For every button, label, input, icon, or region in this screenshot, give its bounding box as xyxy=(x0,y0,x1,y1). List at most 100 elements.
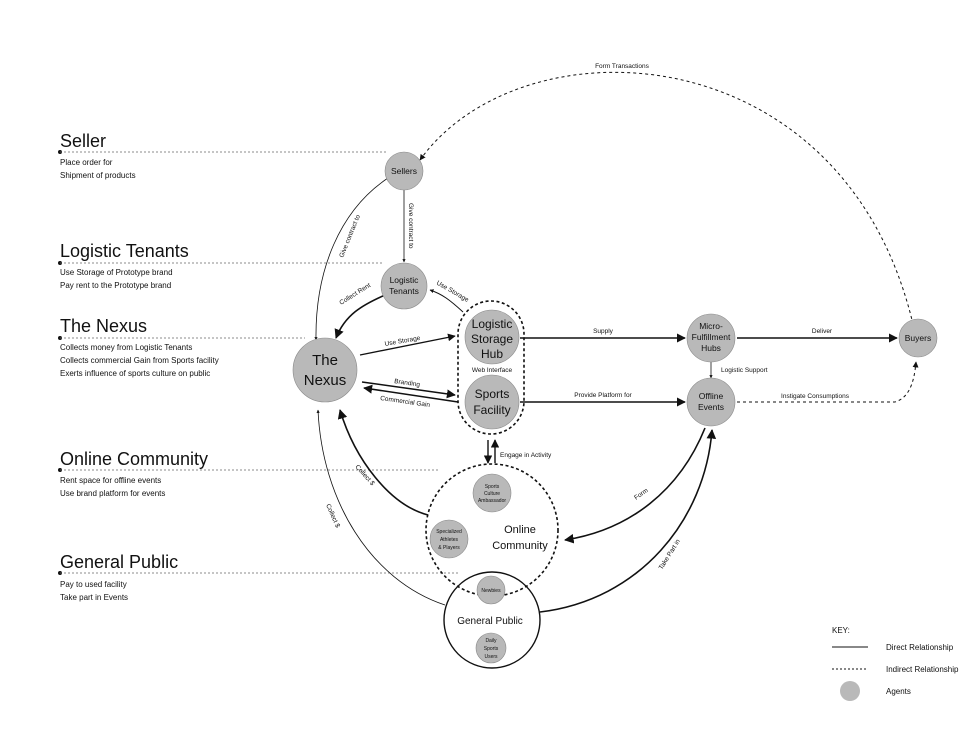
edge-use-storage-nexus xyxy=(359,333,456,356)
edge-form xyxy=(564,427,706,544)
node-micro-hubs: Micro- Fulfillment Hubs xyxy=(686,313,736,363)
node-label: Ambassador xyxy=(478,498,506,504)
edge-use-storage-tenants xyxy=(429,289,464,313)
node-label: Online xyxy=(504,524,536,536)
node-label: Users xyxy=(484,654,498,660)
node-label: The xyxy=(312,352,338,369)
edge-give-contract-nexus xyxy=(314,177,389,341)
section-online-community: Online Community Rent space for offline … xyxy=(58,449,440,498)
node-label: Specialized xyxy=(436,529,462,535)
edge-label-collect-community: Collect $ xyxy=(354,464,376,488)
web-interface-label: Web Interface xyxy=(472,367,513,374)
edge-label-supply: Supply xyxy=(593,328,614,335)
edge-form-transactions xyxy=(419,71,913,321)
node-daily-users: Daily Sports Users xyxy=(475,632,507,664)
legend-direct-label: Direct Relationship xyxy=(886,643,954,652)
node-label: Fulfillment xyxy=(692,332,731,342)
section-title: General Public xyxy=(60,552,178,572)
node-label: Culture xyxy=(484,491,500,497)
section-line: Take part in Events xyxy=(60,593,128,602)
edge-instigate xyxy=(737,361,919,403)
edge-branding xyxy=(361,381,456,399)
edge-collect-public xyxy=(316,409,446,606)
node-label: Facility xyxy=(473,403,510,417)
edge-label-give-contract-left: Give contract to xyxy=(338,214,362,259)
edge-label-branding: Branding xyxy=(394,378,421,389)
node-label: Hubs xyxy=(701,343,721,353)
node-sports-facility: Sports Facility xyxy=(464,374,520,430)
section-nexus: The Nexus Collects money from Logistic T… xyxy=(58,316,305,378)
edge-label-deliver: Deliver xyxy=(812,328,833,335)
node-label: Sellers xyxy=(391,166,417,176)
node-nexus: The Nexus xyxy=(292,337,358,403)
node-online-community: Online Community xyxy=(425,463,559,597)
section-general-public: General Public Pay to used facility Take… xyxy=(58,552,460,602)
edge-collect-rent xyxy=(334,294,386,339)
section-line: Rent space for offline events xyxy=(60,476,161,485)
node-label: Sports xyxy=(484,646,499,652)
node-label: Athletes xyxy=(440,537,459,543)
node-sellers: Sellers xyxy=(384,151,424,191)
section-line: Place order for xyxy=(60,158,113,167)
section-line: Pay to used facility xyxy=(60,580,127,589)
node-offline-events: Offline Events xyxy=(686,377,736,427)
node-buyers: Buyers xyxy=(898,318,938,358)
node-storage-hub: Logistic Storage Hub xyxy=(464,309,520,365)
legend-indirect-label: Indirect Relationship xyxy=(886,665,959,674)
node-label: Offline xyxy=(699,391,724,401)
edge-label-logistic-support: Logistic Support xyxy=(721,367,768,374)
section-line: Pay rent to the Prototype brand xyxy=(60,281,171,290)
node-label: Logistic xyxy=(390,275,420,285)
section-line: Shipment of products xyxy=(60,171,136,180)
legend-agent-icon xyxy=(840,681,860,701)
node-label: Tenants xyxy=(389,286,419,296)
section-line: Collects money from Logistic Tenants xyxy=(60,343,192,352)
edge-commercial-gain xyxy=(363,384,459,403)
section-line: Collects commercial Gain from Sports fac… xyxy=(60,356,219,365)
section-title: Online Community xyxy=(60,449,208,469)
edge-label-form-transactions: Form Transactions xyxy=(595,63,650,70)
edge-collect-community xyxy=(337,409,429,516)
hub-facility-capsule xyxy=(457,300,525,435)
legend: KEY: Direct Relationship Indirect Relati… xyxy=(832,626,959,701)
node-label: Nexus xyxy=(304,372,347,389)
section-title: Seller xyxy=(60,131,106,151)
edge-label-take-part: Take Part in xyxy=(658,538,682,571)
edge-take-part xyxy=(539,429,717,613)
section-title: Logistic Tenants xyxy=(60,241,189,261)
section-logistic-tenants: Logistic Tenants Use Storage of Prototyp… xyxy=(58,241,383,290)
section-title: The Nexus xyxy=(60,316,147,336)
section-seller: Seller Place order for Shipment of produ… xyxy=(58,131,388,180)
node-label: & Players xyxy=(438,545,460,551)
node-label: Logistic xyxy=(472,317,513,331)
node-general-public: General Public xyxy=(443,571,541,669)
node-label: Daily xyxy=(485,638,497,644)
section-line: Use Storage of Prototype brand xyxy=(60,268,173,277)
node-label: Newbies xyxy=(481,588,501,594)
node-label: Storage xyxy=(471,332,513,346)
node-ambassador: Sports Culture Ambassador xyxy=(472,473,512,513)
node-athletes: Specialized Athletes & Players xyxy=(429,519,469,559)
node-label: Events xyxy=(698,402,724,412)
section-line: Exerts influence of sports culture on pu… xyxy=(60,369,210,378)
node-newbies: Newbies xyxy=(476,575,506,605)
edge-label-give-contract-right: Give contract to xyxy=(407,203,414,249)
edge-label-form: Form xyxy=(633,487,649,501)
legend-title: KEY: xyxy=(832,626,850,635)
node-label: Sports xyxy=(485,484,500,490)
section-line: Use brand platform for events xyxy=(60,489,165,498)
node-label: Hub xyxy=(481,347,503,361)
node-logistic-tenants: Logistic Tenants xyxy=(380,262,428,310)
legend-agents-label: Agents xyxy=(886,687,911,696)
edge-label-use-storage-tenants: Use Storage xyxy=(435,280,470,304)
edge-label-provide-platform: Provide Platform for xyxy=(574,392,632,399)
edge-label-collect-public: Collect $ xyxy=(324,503,341,529)
node-label: Buyers xyxy=(905,333,931,343)
edge-label-instigate: Instigate Consumptions xyxy=(781,393,850,400)
edge-label-engage: Engage in Activity xyxy=(500,452,552,459)
node-label: General Public xyxy=(457,616,523,627)
node-label: Community xyxy=(492,540,548,552)
node-label: Sports xyxy=(475,387,510,401)
node-label: Micro- xyxy=(699,321,723,331)
